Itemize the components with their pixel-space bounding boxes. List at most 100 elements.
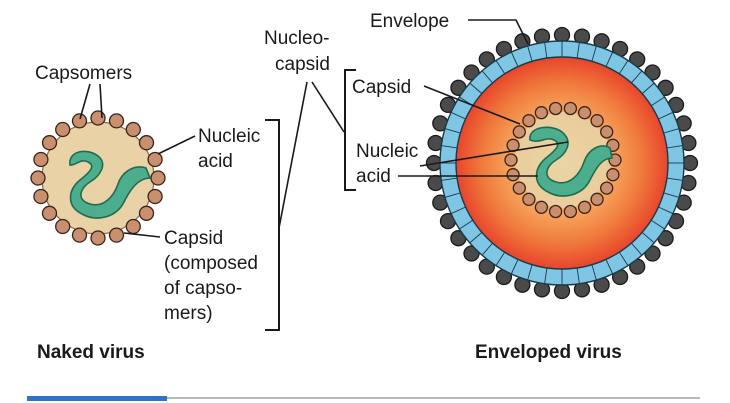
label-enveloped-nucleic-2: acid bbox=[356, 166, 391, 187]
capsomer bbox=[577, 106, 592, 120]
envelope-segment-line bbox=[481, 70, 493, 84]
enveloped-capsomer-ring bbox=[504, 101, 622, 219]
envelope-segment-line bbox=[666, 177, 683, 181]
envelope-segment-line bbox=[658, 206, 674, 215]
capsomer bbox=[138, 205, 155, 221]
envelope-segment-line bbox=[527, 264, 533, 281]
naked-virus bbox=[30, 110, 166, 246]
capsomer bbox=[125, 218, 141, 235]
envelope-segment-line bbox=[495, 60, 506, 75]
envelope-segment-line bbox=[631, 242, 643, 256]
envelope-segment-line bbox=[605, 259, 614, 275]
capsomer bbox=[147, 151, 163, 168]
envelope-segment-line bbox=[658, 111, 674, 120]
caption-enveloped-virus: Enveloped virus bbox=[475, 342, 622, 363]
capsomer bbox=[506, 168, 520, 182]
capsomer bbox=[55, 121, 71, 138]
envelope-segment-line bbox=[510, 259, 519, 275]
label-enveloped-nucleic-1: Nucleic bbox=[356, 141, 418, 162]
capsomer bbox=[108, 227, 125, 243]
envelope-segment-line bbox=[495, 251, 506, 266]
caption-naked-virus: Naked virus bbox=[37, 342, 145, 363]
envelope-segment-line bbox=[441, 177, 458, 181]
capsomer bbox=[590, 114, 604, 128]
capsomer bbox=[534, 200, 549, 214]
envelope-segment-line bbox=[544, 42, 548, 59]
envelope-segment-line bbox=[618, 60, 629, 75]
envelope-segment-line bbox=[641, 82, 655, 94]
capsomer bbox=[548, 204, 563, 219]
envelope-segment-line bbox=[666, 145, 683, 149]
leader-naked-nucleic bbox=[157, 135, 196, 155]
envelope-segment-line bbox=[576, 267, 580, 284]
capsomer bbox=[41, 135, 58, 151]
capsomer bbox=[563, 101, 578, 116]
capsomer bbox=[55, 218, 71, 235]
capsomer bbox=[71, 227, 88, 243]
envelope-segment-line bbox=[527, 45, 533, 62]
envelope-segment-line bbox=[481, 242, 493, 256]
bottom-rule-accent bbox=[27, 396, 167, 401]
envelope-segment-line bbox=[444, 128, 461, 134]
label-naked-capsid-2: (composed bbox=[164, 253, 258, 274]
label-naked-nucleic-acid-1: Nucleic bbox=[198, 126, 260, 147]
envelope-segment-line bbox=[631, 70, 643, 84]
capsomer bbox=[33, 151, 49, 168]
envelope-segment-line bbox=[663, 192, 680, 198]
leader-enveloped-nucleic-1 bbox=[419, 141, 569, 167]
label-nucleocapsid-1: Nucleo- bbox=[264, 28, 329, 49]
capsomer bbox=[504, 153, 518, 167]
envelope-segment-line bbox=[469, 82, 483, 94]
envelope-segment-line bbox=[591, 264, 597, 281]
envelope-segment-line bbox=[544, 267, 548, 284]
envelope-segment-line bbox=[650, 96, 665, 107]
envelope-segment-line bbox=[605, 51, 614, 67]
capsomer bbox=[150, 170, 166, 186]
bracket-enveloped-nucleocapsid bbox=[344, 69, 356, 191]
envelope-segment-line bbox=[459, 219, 474, 230]
naked-capsomer-ring bbox=[30, 110, 166, 246]
capsomer bbox=[522, 192, 536, 206]
envelope-segment-line bbox=[663, 128, 680, 134]
capsomer bbox=[138, 135, 155, 151]
capsomer bbox=[548, 101, 563, 116]
label-nucleocapsid-2: capsid bbox=[275, 54, 330, 75]
bracket-naked-nucleocapsid bbox=[265, 119, 280, 331]
envelope-segment-line bbox=[450, 206, 466, 215]
capsomer bbox=[534, 106, 549, 120]
label-naked-capsid-4: mers) bbox=[164, 303, 213, 324]
label-naked-capsid-1: Capsid bbox=[164, 228, 223, 249]
capsomer bbox=[125, 121, 141, 138]
capsomer bbox=[512, 181, 526, 195]
envelope-segment-line bbox=[469, 232, 483, 244]
envelope-segment-line bbox=[444, 192, 461, 198]
capsomer bbox=[577, 200, 592, 214]
envelope-segment-line bbox=[576, 42, 580, 59]
envelope-spike bbox=[553, 282, 571, 300]
capsomer bbox=[563, 204, 578, 219]
envelope-segment-line bbox=[618, 251, 629, 266]
naked-nucleic-acid bbox=[69, 150, 152, 219]
capsomer bbox=[90, 110, 106, 126]
capsomer bbox=[108, 113, 125, 129]
label-enveloped-capsid: Capsid bbox=[352, 77, 411, 98]
leader-nucleocapsid-right bbox=[311, 81, 345, 133]
capsomer bbox=[522, 114, 536, 128]
capsomer bbox=[30, 170, 46, 186]
envelope-spike bbox=[553, 26, 571, 44]
capsomer bbox=[606, 168, 620, 182]
envelope-segment-line bbox=[650, 219, 665, 230]
enveloped-nucleic-acid bbox=[529, 126, 613, 197]
capsomer bbox=[33, 188, 49, 205]
capsomer bbox=[41, 205, 58, 221]
capsomer bbox=[590, 192, 604, 206]
label-envelope: Envelope bbox=[370, 11, 449, 32]
envelope-spike bbox=[681, 154, 699, 172]
enveloped-virus bbox=[425, 26, 699, 300]
leader-capsomers-2 bbox=[99, 83, 103, 119]
leader-nucleocapsid-left bbox=[278, 81, 308, 229]
leader-envelope bbox=[468, 19, 529, 45]
envelope-segment-line bbox=[450, 111, 466, 120]
